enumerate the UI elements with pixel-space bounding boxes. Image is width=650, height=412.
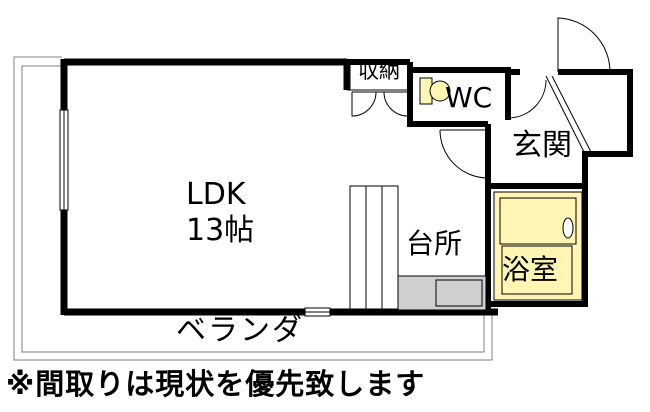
kitchen-label: 台所 (406, 227, 463, 260)
entrance-label: 玄関 (512, 128, 572, 163)
entrance-inner-door (439, 129, 489, 179)
ldk-label: LDK (186, 177, 246, 212)
storage-label: 収納 (358, 59, 400, 83)
kitchen-counter (397, 275, 487, 311)
front-door (545, 17, 611, 155)
storage-doors (347, 89, 410, 117)
toilet-fixture (419, 77, 451, 105)
ldk-size-label: 13帖 (186, 213, 255, 248)
left-window (59, 109, 69, 211)
wc-door (507, 79, 547, 119)
bath-fixture (493, 191, 583, 301)
wc-label: WC (445, 81, 493, 114)
bath-label: 浴室 (502, 253, 559, 286)
stair-lines (349, 185, 399, 311)
balcony-door (304, 307, 331, 317)
balcony-label: ベランダ (176, 313, 304, 348)
disclaimer-note: ※間取りは現状を優先致します (6, 367, 426, 401)
balcony-outline (13, 56, 493, 361)
